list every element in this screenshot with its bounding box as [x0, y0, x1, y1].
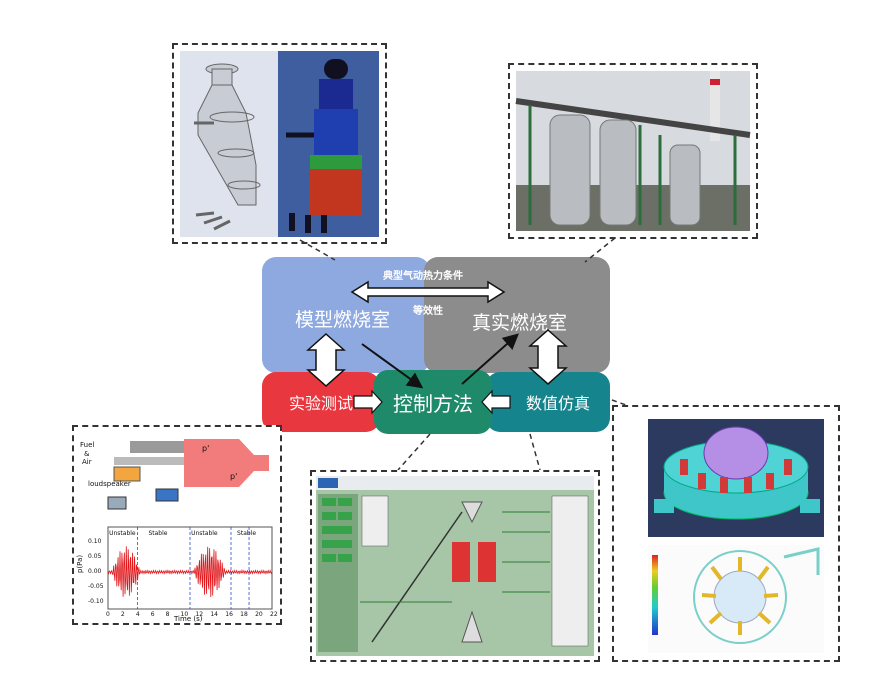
fuel-label: Fuel — [80, 441, 94, 449]
model-combustor-render — [180, 51, 379, 237]
x-tick-label: 16 — [225, 611, 233, 618]
x-tick-label: 4 — [136, 611, 140, 618]
ampersand-label: & — [84, 450, 90, 458]
p-prime-label-1: p' — [202, 444, 209, 453]
simulation-to-control-arrow — [481, 389, 511, 415]
real-chamber-box — [424, 257, 610, 373]
x-tick-label: 22 — [270, 611, 278, 618]
x-tick-label: 18 — [240, 611, 248, 618]
experiment-schematic: Fuel & Air loudspeaker p' p' — [80, 439, 269, 510]
phase-label: Stable — [148, 530, 167, 537]
x-tick-label: 8 — [166, 611, 170, 618]
model-experiment-double-arrow — [306, 332, 346, 388]
x-tick-label: 10 — [181, 611, 189, 618]
real-combustor-photo — [515, 71, 751, 231]
model-chamber-box — [262, 257, 430, 373]
loudspeaker-label: loudspeaker — [88, 480, 131, 488]
phase-label: Unstable — [109, 530, 136, 537]
control-box: 控制方法 — [374, 370, 492, 434]
real-simulation-double-arrow — [528, 328, 568, 386]
control-label: 控制方法 — [393, 391, 473, 416]
x-tick-label: 0 — [106, 611, 110, 618]
y-tick-label: -0.10 — [88, 598, 104, 605]
simulation-label: 数值仿真 — [525, 394, 590, 413]
x-tick-label: 20 — [255, 611, 263, 618]
model-combustor-image-frame — [172, 43, 387, 244]
y-tick-label: -0.05 — [88, 583, 104, 590]
x-tick-label: 14 — [210, 611, 218, 618]
plot-xlabel: Time (s) — [173, 615, 203, 623]
pressure-time-plot: Unstable Stable Unstable Stable 0.10 0.05 0.0… — [76, 526, 278, 623]
p-prime-label-2: p' — [230, 472, 237, 481]
plot-ylabel: p(Pa) — [76, 555, 84, 573]
experiment-label: 实验测试 — [288, 394, 353, 413]
model-chamber-label: 模型燃烧室 — [295, 309, 391, 331]
x-tick-label: 6 — [151, 611, 155, 618]
phase-label: Unstable — [191, 530, 218, 537]
control-hmi-screen — [316, 476, 594, 656]
phase-label: Stable — [237, 530, 256, 537]
control-to-real-arrow — [461, 333, 519, 385]
y-tick-label: 0.10 — [88, 538, 102, 545]
experiment-to-control-arrow — [353, 389, 383, 415]
control-software-screenshot-frame — [310, 470, 600, 662]
simulation-results-frame — [612, 405, 840, 662]
equivalence-label: 等效性 — [413, 306, 443, 317]
y-tick-label: 0.05 — [88, 553, 102, 560]
y-tick-label: 0.00 — [88, 568, 102, 575]
model-to-control-arrow — [361, 343, 424, 389]
real-chamber-label: 真实燃烧室 — [472, 312, 568, 334]
air-label: Air — [82, 458, 92, 466]
equivalence-double-arrow — [350, 280, 506, 304]
experiment-setup-frame: Fuel & Air loudspeaker p' p' Unstable Sta… — [72, 425, 282, 625]
real-combustor-photo-frame — [508, 63, 758, 239]
x-tick-label: 12 — [195, 611, 203, 618]
simulation-mesh-and-contour — [648, 419, 824, 653]
x-tick-label: 2 — [121, 611, 125, 618]
thermo-conditions-label: 典型气动热力条件 — [383, 271, 463, 282]
